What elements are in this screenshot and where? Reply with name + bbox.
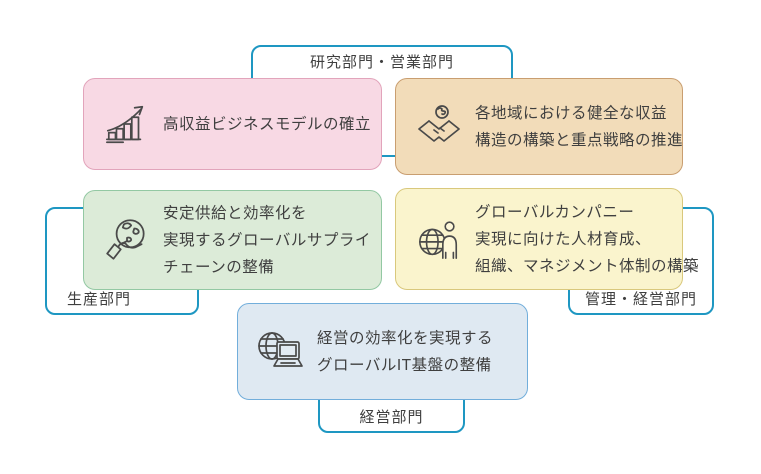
card-text-line: チェーンの整備 [163,258,275,276]
card-text: 安定供給と効率化を 実現するグローバルサプライ チェーンの整備 [163,200,371,281]
card-global-it: 経営の効率化を実現する グローバルIT基盤の整備 [237,303,528,400]
card-text-line: 安定供給と効率化を [163,204,308,222]
group-label-management: 経営部門 [359,409,424,426]
group-label-admin-management: 管理・経営部門 [584,291,697,308]
card-text: 経営の効率化を実現する グローバルIT基盤の整備 [317,325,493,379]
card-global-company: グローバルカンパニー 実現に向けた人材育成、 組織、マネジメント体制の構築 [395,188,699,290]
card-text-line: 実現に向けた人材育成、 [475,230,652,248]
card-text-line: 経営の効率化を実現する [317,329,494,347]
card-regional-profit: 各地域における健全な収益 構造の構築と重点戦略の推進 [395,78,683,175]
card-text-line: 高収益ビジネスモデルの確立 [163,115,372,133]
globe-hand-icon [102,215,152,265]
card-text: 各地域における健全な収益 構造の構築と重点戦略の推進 [475,100,683,154]
handshake-globe-icon [414,103,464,151]
card-supply-chain: 安定供給と効率化を 実現するグローバルサプライ チェーンの整備 [83,190,382,290]
card-text-line: グローバルカンパニー [475,203,635,221]
group-label-research-sales: 研究部門・営業部門 [309,54,454,71]
globe-person-icon [414,216,464,262]
card-text: グローバルカンパニー 実現に向けた人材育成、 組織、マネジメント体制の構築 [475,199,699,280]
globe-computer-icon [256,328,306,376]
card-text-line: グローバルIT基盤の整備 [317,356,492,374]
card-text: 高収益ビジネスモデルの確立 [163,111,371,138]
card-text-line: 組織、マネジメント体制の構築 [475,257,700,275]
card-text-line: 実現するグローバルサプライ [163,231,371,249]
group-label-production: 生産部門 [67,291,132,308]
growth-chart-icon [102,101,152,147]
card-text-line: 各地域における健全な収益 [475,104,668,122]
card-text-line: 構造の構築と重点戦略の推進 [475,131,684,149]
card-high-profit-model: 高収益ビジネスモデルの確立 [83,78,382,170]
